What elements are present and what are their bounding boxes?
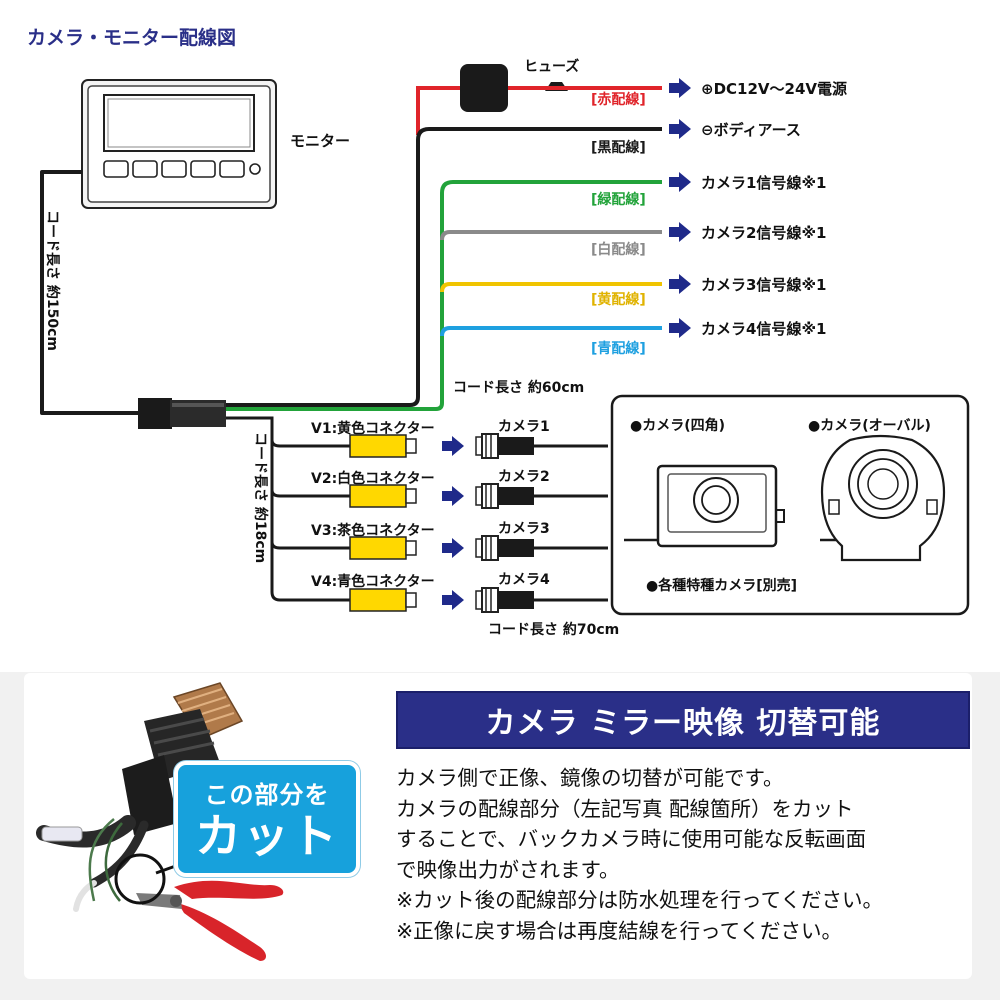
connector-cord-length: コード長さ 約18cm — [252, 432, 269, 563]
feature-banner: カメラ ミラー映像 切替可能 — [396, 691, 970, 749]
connector-label-v2: V2:白色コネクター — [311, 470, 435, 487]
connector-label-v3: V3:茶色コネクター — [311, 522, 435, 539]
pliers-icon — [136, 880, 284, 961]
camera-plug-1 — [475, 433, 535, 459]
arrow-icon — [669, 78, 691, 98]
rca-connector-v4 — [349, 588, 417, 612]
desc-line: で映像出力がされます。 — [396, 857, 620, 882]
arrow-icon — [669, 318, 691, 338]
diagram-title: カメラ・モニター配線図 — [27, 26, 236, 49]
camera-label-2: カメラ2 — [498, 469, 550, 485]
arrow-icon — [442, 538, 464, 558]
feature-description: カメラ側で正像、鏡像の切替が可能です。 カメラの配線部分（左記写真 配線箇所）を… — [396, 763, 972, 946]
camera-plug-3 — [475, 535, 535, 561]
harness-connector — [138, 398, 226, 429]
cut-point-circle — [114, 853, 166, 905]
rca-connector-v2 — [349, 484, 417, 508]
camera-special-note: ●各種特種カメラ[別売] — [646, 577, 797, 594]
desc-line: ※カット後の配線部分は防水処理を行ってください。 — [396, 888, 884, 912]
desc-line: カメラの配線部分（左記写真 配線箇所）をカット — [396, 796, 854, 821]
camera-plug-4 — [475, 587, 535, 613]
arrow-icon — [669, 222, 691, 242]
target-camera4: カメラ4信号線※1 — [701, 320, 826, 338]
monitor — [81, 79, 277, 209]
rca-connector-v3 — [349, 536, 417, 560]
camera-square-label: ●カメラ(四角) — [630, 417, 725, 434]
camera-cord-length: コード長さ 約70cm — [488, 621, 619, 638]
wire-label-green: [緑配線] — [591, 191, 646, 208]
target-camera1: カメラ1信号線※1 — [701, 174, 826, 192]
oval-camera-icon — [820, 434, 946, 562]
callout-line2: カット — [195, 809, 339, 863]
rca-connector-v1 — [349, 434, 417, 458]
camera-label-4: カメラ4 — [498, 572, 550, 588]
arrow-icon — [442, 486, 464, 506]
wire-label-black: [黒配線] — [591, 139, 646, 156]
monitor-cord-length: コード長さ 約150cm — [44, 210, 61, 351]
target-camera2: カメラ2信号線※1 — [701, 224, 826, 242]
wiring-diagram: カメラ・モニター配線図 モニター コード長さ 約150cm ヒューズ コード長さ… — [27, 26, 970, 638]
wire-label-white: [白配線] — [591, 241, 646, 258]
camera-plug-2 — [475, 483, 535, 509]
arrow-icon — [442, 436, 464, 456]
desc-line: カメラ側で正像、鏡像の切替が可能です。 — [396, 766, 784, 790]
target-power: ⊕DC12V～24V電源 — [701, 80, 847, 98]
arrow-icon — [669, 119, 691, 139]
wire-label-yellow: [黄配線] — [591, 291, 646, 308]
fuse — [460, 64, 508, 112]
target-ground: ⊖ボディアース — [701, 121, 801, 139]
wire-label-blue: [青配線] — [591, 340, 646, 357]
camera-label-1: カメラ1 — [498, 419, 550, 435]
desc-line: ※正像に戻す場合は再度結線を行ってください。 — [396, 918, 843, 943]
connector-label-v1: V1:黄色コネクター — [311, 420, 435, 437]
arrow-icon — [669, 172, 691, 192]
monitor-label: モニター — [290, 132, 350, 150]
feature-card: この部分を カット カメラ ミラー映像 切替可能 カメラ側で正像、鏡像の切替が可… — [24, 673, 972, 979]
cable-photo — [36, 682, 284, 961]
camera-oval-label: ●カメラ(オーバル) — [808, 418, 931, 434]
wire-label-red: [赤配線] — [591, 91, 646, 108]
target-camera3: カメラ3信号線※1 — [701, 276, 826, 294]
connector-label-v4: V4:青色コネクター — [311, 573, 435, 590]
cut-callout: この部分を カット — [174, 761, 360, 877]
callout-line1: この部分を — [204, 781, 330, 809]
square-camera-icon — [624, 464, 785, 548]
camera-label-3: カメラ3 — [498, 521, 550, 537]
fuse-label: ヒューズ — [524, 58, 579, 75]
desc-line: することで、バックカメラ時に使用可能な反転画面 — [396, 827, 867, 851]
arrow-icon — [442, 590, 464, 610]
branch-cord-length: コード長さ 約60cm — [453, 379, 584, 396]
arrow-icon — [669, 274, 691, 294]
